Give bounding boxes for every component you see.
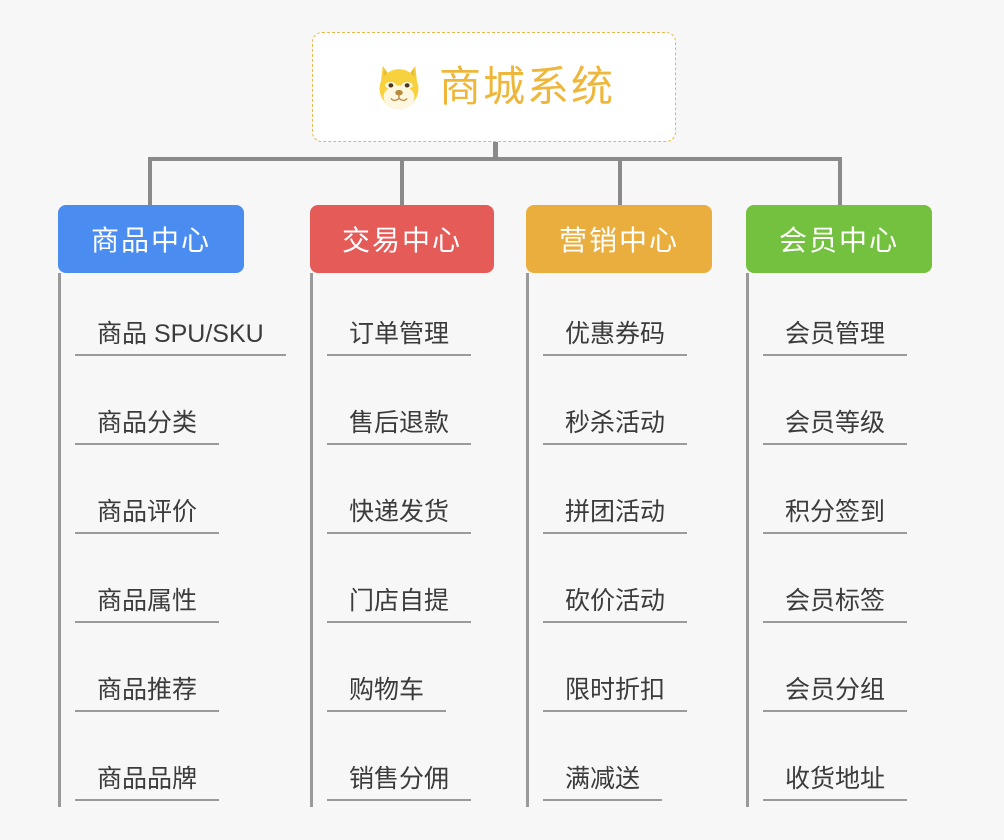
leaf-label: 购物车 [327,676,447,712]
connector-drop-branch-2 [400,157,404,205]
leaf-item[interactable]: 优惠券码 [543,273,712,362]
leaf-list-trade: 订单管理 售后退款 快递发货 门店自提 购物车 销售分佣 [310,273,494,807]
leaf-list-product: 商品 SPU/SKU 商品分类 商品评价 商品属性 商品推荐 商品品牌 [58,273,286,807]
shiba-dog-face-icon [379,65,419,110]
leaf-label: 会员管理 [763,320,908,356]
leaf-item[interactable]: 拼团活动 [543,451,712,540]
connector-drop-branch-3 [618,157,622,205]
leaf-item[interactable]: 商品推荐 [75,629,244,718]
leaf-item[interactable]: 售后退款 [327,362,494,451]
leaf-item[interactable]: 会员分组 [763,629,932,718]
leaf-label: 限时折扣 [543,676,688,712]
leaf-item[interactable]: 商品品牌 [75,718,244,807]
leaf-item[interactable]: 收货地址 [763,718,932,807]
leaf-label: 商品品牌 [75,765,220,801]
leaf-label: 满减送 [543,765,663,801]
leaf-label: 拼团活动 [543,498,688,534]
branch-header-product[interactable]: 商品中心 [58,205,244,273]
leaf-label: 商品推荐 [75,676,220,712]
leaf-item[interactable]: 会员等级 [763,362,932,451]
leaf-list-marketing: 优惠券码 秒杀活动 拼团活动 砍价活动 限时折扣 满减送 [526,273,712,807]
leaf-label: 秒杀活动 [543,409,688,445]
branch-header-label: 交易中心 [341,225,462,256]
leaf-item[interactable]: 购物车 [327,629,494,718]
leaf-item[interactable]: 会员管理 [763,273,932,362]
branch-header-label: 营销中心 [558,225,679,256]
branch-header-marketing[interactable]: 营销中心 [526,205,712,273]
leaf-label: 积分签到 [763,498,908,534]
leaf-item[interactable]: 门店自提 [327,540,494,629]
leaf-label: 快递发货 [327,498,472,534]
leaf-item[interactable]: 商品 SPU/SKU [75,273,286,362]
leaf-label: 会员分组 [763,676,908,712]
leaf-item[interactable]: 快递发货 [327,451,494,540]
leaf-label: 商品分类 [75,409,220,445]
branch-header-trade[interactable]: 交易中心 [310,205,494,273]
branch-header-member[interactable]: 会员中心 [746,205,932,273]
leaf-item[interactable]: 满减送 [543,718,712,807]
leaf-item[interactable]: 商品属性 [75,540,244,629]
leaf-label: 会员等级 [763,409,908,445]
leaf-label: 门店自提 [327,587,472,623]
leaf-label: 商品评价 [75,498,220,534]
branch-header-label: 会员中心 [778,225,899,256]
leaf-label: 砍价活动 [543,587,688,623]
leaf-label: 售后退款 [327,409,472,445]
connector-drop-branch-1 [148,157,152,205]
connector-drop-branch-4 [838,157,842,205]
leaf-label: 优惠券码 [543,320,688,356]
branch-column-marketing: 营销中心 优惠券码 秒杀活动 拼团活动 砍价活动 限时折扣 满减送 [526,205,712,807]
leaf-label: 订单管理 [327,320,472,356]
root-title: 商城系统 [438,63,615,110]
leaf-item[interactable]: 积分签到 [763,451,932,540]
branch-header-label: 商品中心 [90,225,211,256]
leaf-list-member: 会员管理 会员等级 积分签到 会员标签 会员分组 收货地址 [746,273,932,807]
leaf-label: 销售分佣 [327,765,472,801]
connector-horizontal-bus [150,157,842,161]
leaf-label: 收货地址 [763,765,908,801]
branch-column-member: 会员中心 会员管理 会员等级 积分签到 会员标签 会员分组 收货地址 [746,205,932,807]
leaf-label: 会员标签 [763,587,908,623]
connector-root-stem [493,142,498,160]
branch-column-product: 商品中心 商品 SPU/SKU 商品分类 商品评价 商品属性 商品推荐 商品品牌 [58,205,286,807]
leaf-item[interactable]: 商品评价 [75,451,244,540]
leaf-item[interactable]: 限时折扣 [543,629,712,718]
leaf-item[interactable]: 订单管理 [327,273,494,362]
leaf-item[interactable]: 销售分佣 [327,718,494,807]
leaf-label: 商品属性 [75,587,220,623]
root-node[interactable]: 商城系统 [312,32,676,142]
branch-column-trade: 交易中心 订单管理 售后退款 快递发货 门店自提 购物车 销售分佣 [310,205,494,807]
leaf-item[interactable]: 商品分类 [75,362,244,451]
leaf-item[interactable]: 秒杀活动 [543,362,712,451]
leaf-item[interactable]: 会员标签 [763,540,932,629]
leaf-label: 商品 SPU/SKU [75,320,286,356]
leaf-item[interactable]: 砍价活动 [543,540,712,629]
